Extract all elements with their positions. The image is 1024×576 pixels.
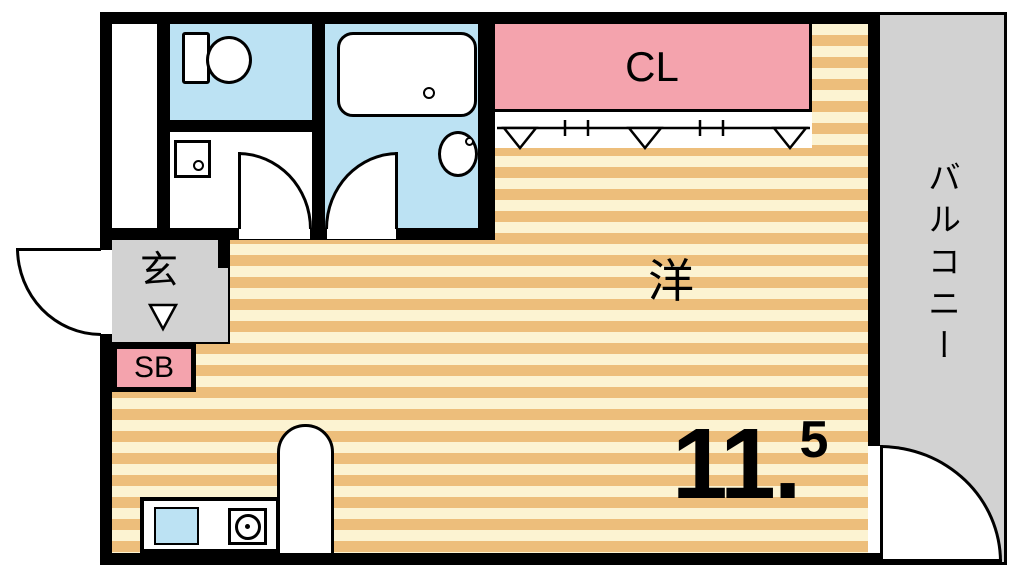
stove-knob-icon — [245, 524, 250, 529]
closet-label: CL — [625, 42, 679, 90]
shoe-box-label: SB — [133, 351, 175, 384]
balcony-label: バルコニー — [923, 160, 961, 370]
front-door-opening — [100, 250, 112, 334]
room-size-integer: 11. — [672, 408, 801, 520]
entrance-step-arrow-icon — [147, 303, 179, 332]
wall-entrance-stub — [218, 240, 230, 268]
room-label: 洋 — [648, 255, 694, 307]
wall-right — [868, 12, 880, 446]
toilet-bowl-icon — [206, 36, 252, 84]
entrance-label: 玄 — [140, 250, 179, 292]
sink-drain-icon — [193, 160, 204, 171]
room-size: 11. 5 — [672, 408, 828, 520]
kitchen-counter — [140, 497, 280, 553]
wall-toilet-washroom — [157, 120, 325, 132]
bath-door-opening — [327, 229, 396, 239]
stove-burner-icon — [234, 513, 261, 540]
balcony-door-opening — [868, 446, 880, 552]
washroom-door-opening — [239, 229, 310, 239]
bath-basin-icon — [438, 131, 478, 177]
kitchen-sink-icon — [154, 507, 199, 545]
entrance-hall: 玄 — [112, 240, 230, 344]
basin-faucet-icon — [465, 137, 474, 146]
wall-washroom-bath — [312, 24, 325, 232]
pipe-space — [112, 24, 157, 228]
bathtub-icon — [337, 32, 477, 117]
wall-bath-right — [478, 12, 495, 240]
stove-icon — [228, 508, 267, 545]
room-size-decimal: 5 — [799, 411, 829, 469]
wall-bottom — [100, 553, 880, 565]
bathtub-drain-icon — [423, 87, 436, 100]
front-door-arc-icon — [16, 248, 101, 336]
closet: CL — [495, 24, 812, 112]
closet-folding-door-icon — [497, 120, 810, 150]
shoe-box: SB — [112, 344, 196, 392]
washroom-sink-icon — [174, 140, 211, 178]
arched-door — [277, 424, 334, 553]
